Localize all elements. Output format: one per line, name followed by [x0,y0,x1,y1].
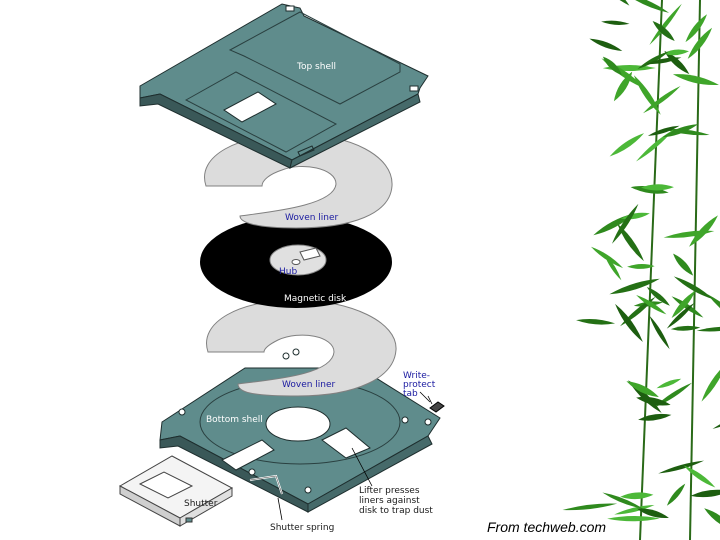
top-shell [139,3,429,169]
bamboo-leaf [687,27,713,59]
bamboo-leaf [601,20,630,25]
bamboo-leaf [637,51,669,69]
bamboo-leaf [649,3,682,45]
label-top-shell: Top shell [296,62,336,72]
bamboo-leaf [666,303,695,329]
bamboo-leaf [641,184,674,191]
bamboo-leaf [671,296,704,318]
woven-liner-top [204,133,393,229]
bamboo-leaf [658,460,705,474]
bamboo-leaf [576,318,616,325]
shutter-spring-leader-line [277,497,283,521]
bamboo-leaf [666,483,686,506]
bamboo-leaf [663,49,690,56]
label-lifter-1: Lifter presses [359,486,420,496]
label-hub: Hub [279,267,297,277]
bamboo-leaf [620,296,656,327]
bamboo-leaf [662,124,699,138]
bamboo-leaf [671,290,696,318]
bamboo-leaves-decoration [562,0,720,540]
bamboo-leaf [646,286,670,306]
bamboo-leaf [689,215,718,247]
label-magnetic-disk: Magnetic disk [284,294,347,304]
label-write-protect-2: protect [403,380,436,390]
bamboo-leaf [603,252,622,281]
bamboo-leaf [646,57,682,65]
bamboo-leaf [673,253,694,276]
write-protect-tab [427,395,445,413]
bamboo-leaf [636,295,667,315]
bamboo-leaf [673,276,714,300]
label-woven-liner-bottom: Woven liner [282,380,336,390]
woven-liner-bottom [206,299,397,397]
bamboo-leaf [602,56,622,76]
label-shutter: Shutter [184,499,218,509]
bamboo-leaf [612,203,639,244]
label-write-protect-3: tab [403,389,418,399]
bamboo-stem [689,0,701,540]
bamboo-leaf [636,396,671,406]
bamboo-leaf [637,508,669,519]
shutter [118,455,234,527]
label-lifter-2: liners against [359,496,420,506]
bamboo-leaf [652,21,675,41]
bamboo-leaf [685,14,707,43]
bamboo-leaf [613,71,633,102]
bamboo-leaf [701,363,720,402]
bamboo-leaf [627,264,655,269]
source-credit: From techweb.com [487,519,607,535]
bamboo-leaf [609,133,645,157]
label-shutter-spring: Shutter spring [270,523,334,533]
bamboo-leaf [683,465,716,488]
lifter-leader-line [351,447,373,487]
bamboo-leaf [664,50,690,75]
magnetic-disk [200,216,392,308]
bamboo-leaf [623,0,670,13]
bamboo-leaf [591,0,630,6]
bamboo-leaf [617,223,644,262]
bamboo-leaf [649,315,670,350]
bamboo-leaf [643,86,681,114]
shutter-spring [249,474,283,495]
bamboo-leaf [638,413,672,421]
bamboo-leaf [589,38,623,51]
bamboo-leaf [704,508,720,531]
bamboo-leaf [636,129,674,162]
bamboo-leaf [607,516,660,522]
bamboo-leaf [672,74,719,86]
bamboo-leaf [615,303,643,343]
bamboo-leaf [647,125,680,136]
bamboo-leaf [670,325,701,331]
bamboo-leaf [609,278,660,295]
bottom-shell [159,348,441,513]
bamboo-leaf [614,504,655,515]
write-protect-leader-line [419,391,431,403]
label-write-protect-1: Write- [403,371,430,381]
bamboo-leaf [562,503,618,511]
bamboo-leaf [712,407,720,429]
bamboo-leaf [696,326,720,332]
label-woven-liner-top: Woven liner [285,213,339,223]
bamboo-leaf [707,294,720,330]
bamboo-leaf [626,381,659,398]
bamboo-leaf [602,492,644,509]
bamboo-leaf [620,492,654,500]
label-bottom-shell: Bottom shell [206,415,263,425]
bamboo-leaf [690,489,720,498]
label-lifter-3: disk to trap dust [359,506,433,516]
bamboo-leaf [656,378,682,389]
bamboo-stem [639,0,663,540]
